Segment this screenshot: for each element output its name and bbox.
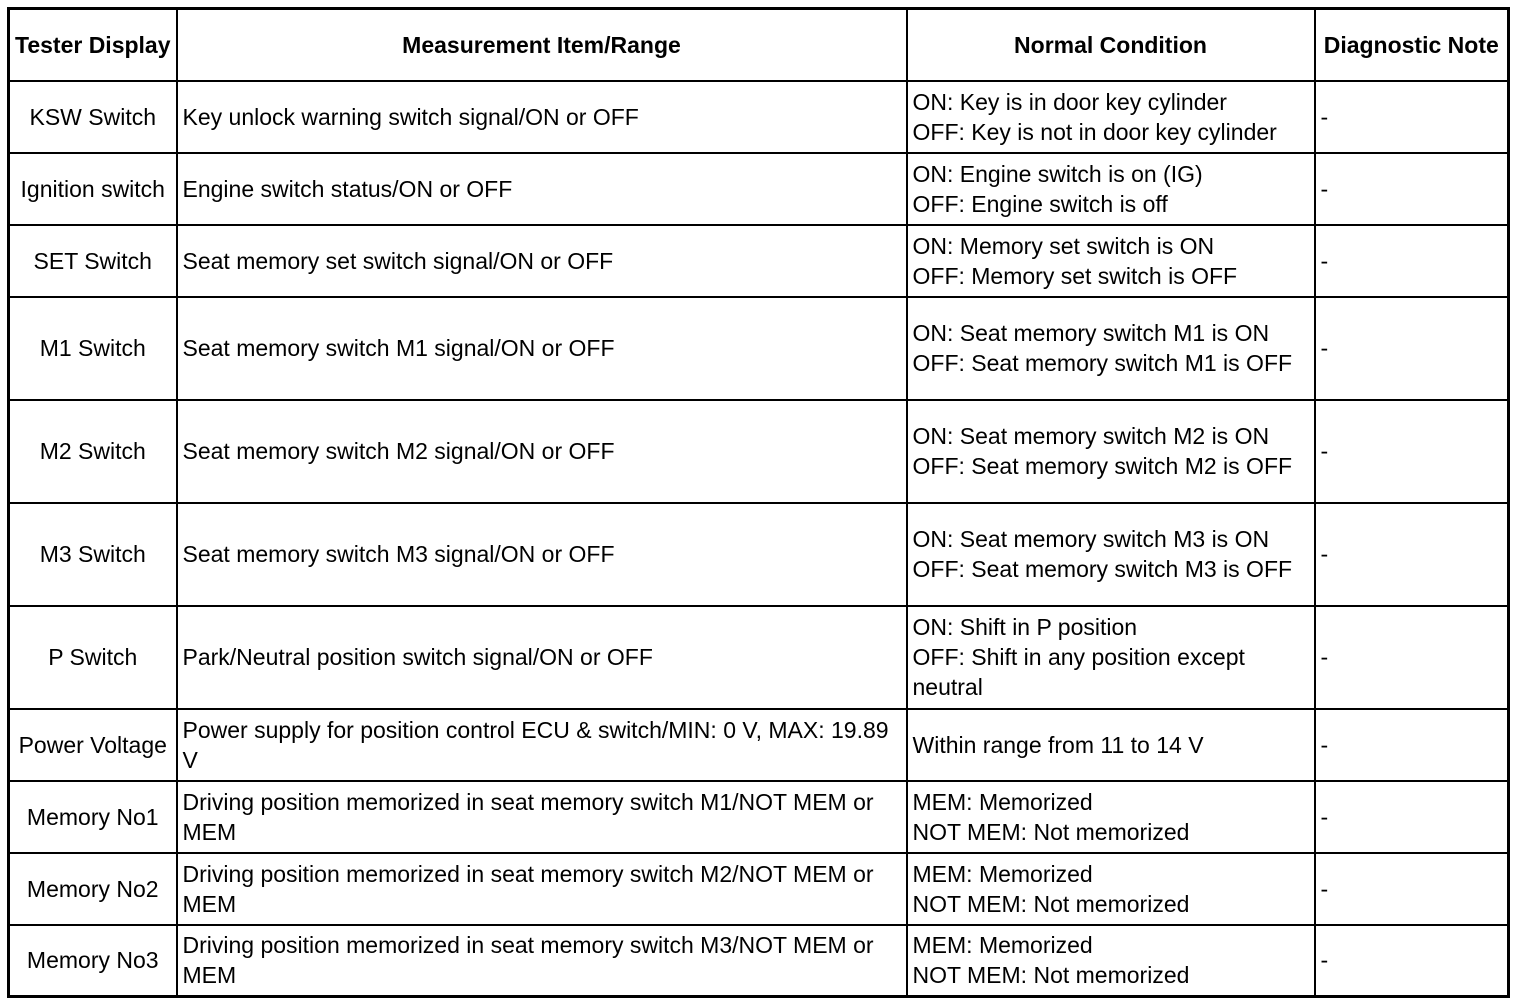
tester-display-cell: Memory No1 [7,779,178,854]
normal-condition-cell: ON: Seat memory switch M3 is ON OFF: Seat… [905,501,1316,607]
normal-condition-line: ON: Seat memory switch M2 is ON [912,423,1270,449]
normal-condition-line: Within range from 11 to 14 V [912,731,1204,758]
normal-condition-line: MEM: Memorized [912,788,1093,815]
diagnostic-note-cell: - [1313,707,1510,782]
normal-condition-cell: ON: Seat memory switch M1 is ON OFF: Seat… [905,295,1316,401]
measurement-cell: Power supply for position control ECU & … [175,707,908,782]
tester-display-cell: SET Switch [7,223,178,298]
table-row: M3 Switch Seat memory switch M3 signal/O… [7,501,1510,607]
diagnostic-note-cell: - [1313,295,1510,401]
diagnostic-note-cell: - [1313,398,1510,504]
table-row: Memory No3 Driving position memorized in… [7,923,1510,998]
header-tester-display: Tester Display [7,7,178,82]
table-row: Memory No2 Driving position memorized in… [7,851,1510,926]
diagnostic-note-cell: - [1313,223,1510,298]
tester-display-cell: Power Voltage [7,707,178,782]
tester-display-cell: M1 Switch [7,295,178,401]
normal-condition-line: OFF: Memory set switch is OFF [912,262,1238,289]
data-list-table: Tester Display Measurement Item/Range No… [7,7,1510,998]
normal-condition-line: ON: Shift in P position [912,614,1138,640]
diagnostic-note-cell: - [1313,151,1510,226]
diagnostic-note-cell: - [1313,779,1510,854]
header-measurement-item: Measurement Item/Range [175,7,908,82]
table-row: Ignition switch Engine switch status/ON … [7,151,1510,226]
tester-display-cell: Memory No2 [7,851,178,926]
tester-display-cell: Memory No3 [7,923,178,998]
normal-condition-line: ON: Engine switch is on (IG) [912,160,1203,187]
diagnostic-note-cell: - [1313,501,1510,607]
normal-condition-line: OFF: Engine switch is off [912,190,1168,217]
measurement-cell: Seat memory set switch signal/ON or OFF [175,223,908,298]
table-row: Power Voltage Power supply for position … [7,707,1510,782]
normal-condition-cell: ON: Seat memory switch M2 is ON OFF: Seat… [905,398,1316,504]
normal-condition-line: ON: Key is in door key cylinder [912,88,1227,115]
normal-condition-line: MEM: Memorized [912,932,1093,959]
normal-condition-line: NOT MEM: Not memorized [912,818,1190,845]
measurement-cell: Park/Neutral position switch signal/ON o… [175,604,908,710]
diagnostic-note-cell: - [1313,851,1510,926]
normal-condition-line: ON: Seat memory switch M1 is ON [912,320,1270,346]
normal-condition-line: OFF: Shift in any position except neutra… [912,644,1252,700]
tester-display-cell: M2 Switch [7,398,178,504]
header-diagnostic-note: Diagnostic Note [1313,7,1510,82]
table-row: KSW Switch Key unlock warning switch sig… [7,79,1510,154]
normal-condition-line: NOT MEM: Not memorized [912,890,1190,917]
normal-condition-line: OFF: Seat memory switch M1 is OFF [912,350,1293,376]
table-row: P Switch Park/Neutral position switch si… [7,604,1510,710]
normal-condition-cell: ON: Memory set switch is ON OFF: Memory s… [905,223,1316,298]
table-row: SET Switch Seat memory set switch signal… [7,223,1510,298]
table-row: Memory No1 Driving position memorized in… [7,779,1510,854]
measurement-cell: Seat memory switch M2 signal/ON or OFF [175,398,908,504]
measurement-cell: Driving position memorized in seat memor… [175,923,908,998]
normal-condition-cell: ON: Engine switch is on (IG) OFF: Engine … [905,151,1316,226]
header-row: Tester Display Measurement Item/Range No… [7,7,1510,82]
tester-display-cell: KSW Switch [7,79,178,154]
tester-display-cell: Ignition switch [7,151,178,226]
normal-condition-line: NOT MEM: Not memorized [912,962,1190,989]
normal-condition-line: MEM: Memorized [912,860,1093,887]
table-row: M1 Switch Seat memory switch M1 signal/O… [7,295,1510,401]
normal-condition-line: ON: Seat memory switch M3 is ON [912,526,1270,552]
measurement-cell: Engine switch status/ON or OFF [175,151,908,226]
tester-display-cell: P Switch [7,604,178,710]
normal-condition-cell: Within range from 11 to 14 V [905,707,1316,782]
diagnostic-note-cell: - [1313,79,1510,154]
diagnostic-note-cell: - [1313,923,1510,998]
normal-condition-line: ON: Memory set switch is ON [912,232,1215,259]
measurement-cell: Driving position memorized in seat memor… [175,851,908,926]
diagnostic-note-cell: - [1313,604,1510,710]
normal-condition-line: OFF: Seat memory switch M2 is OFF [912,453,1293,479]
header-normal-condition: Normal Condition [905,7,1316,82]
measurement-cell: Seat memory switch M3 signal/ON or OFF [175,501,908,607]
measurement-cell: Driving position memorized in seat memor… [175,779,908,854]
measurement-cell: Key unlock warning switch signal/ON or O… [175,79,908,154]
measurement-cell: Seat memory switch M1 signal/ON or OFF [175,295,908,401]
table-row: M2 Switch Seat memory switch M2 signal/O… [7,398,1510,504]
tester-display-cell: M3 Switch [7,501,178,607]
normal-condition-line: OFF: Seat memory switch M3 is OFF [912,556,1293,582]
normal-condition-line: OFF: Key is not in door key cylinder [912,118,1277,145]
